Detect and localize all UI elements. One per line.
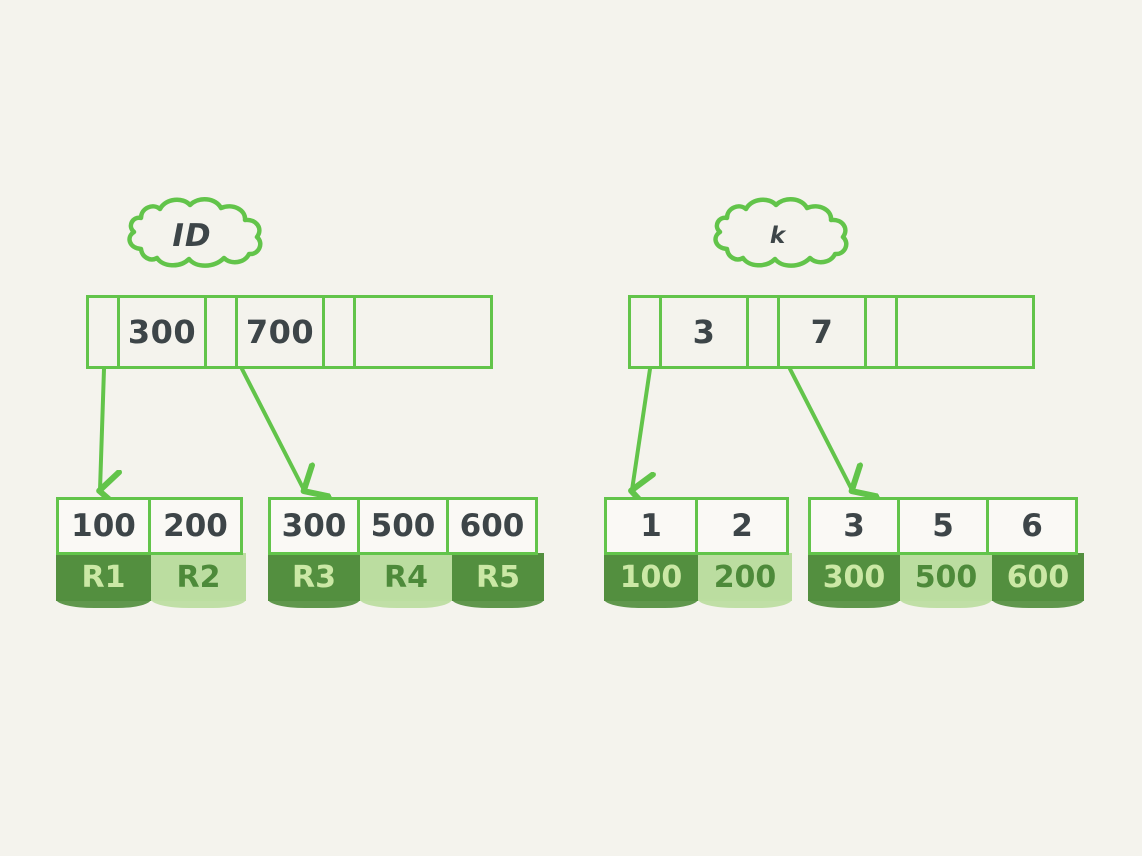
leaf-value-row: 100 200 <box>604 553 792 608</box>
arrow-root-to-leaf-right-2 <box>788 367 852 490</box>
leaf-key-cell: 600 <box>446 497 538 555</box>
leaf-value-text: R3 <box>292 559 336 595</box>
root-empty-cell <box>895 295 1035 369</box>
leaf-value-text: 600 <box>1006 559 1070 595</box>
leaf-key-cell: 6 <box>986 497 1078 555</box>
leaf-value-text: R4 <box>384 559 428 595</box>
root-pointer-cell-2[interactable] <box>864 295 898 369</box>
leaf-value-row: R1 R2 <box>56 553 246 608</box>
root-key-cell-0: 300 <box>117 295 207 369</box>
arrow-root-to-leaf-left-2 <box>240 367 304 490</box>
cloud-label-id-text: ID <box>172 218 212 254</box>
leaf-value-cell: R4 <box>360 553 452 608</box>
root-pointer-cell-0[interactable] <box>628 295 662 369</box>
leaf-value-cell: R2 <box>151 553 246 608</box>
root-node-primary: 300 700 <box>86 295 493 369</box>
leaf-key-row: 3 5 6 <box>808 497 1084 555</box>
leaf-key-cell: 1 <box>604 497 698 555</box>
cloud-label-k-text: k <box>769 223 787 249</box>
leaf-value-cell: 100 <box>604 553 698 608</box>
root-pointer-cell-2[interactable] <box>322 295 356 369</box>
leaf-key-cell: 3 <box>808 497 900 555</box>
leaf-key-cell: 100 <box>56 497 151 555</box>
leaf-key-row: 300 500 600 <box>268 497 544 555</box>
cloud-label-id: ID <box>117 197 267 275</box>
arrow-root-to-leaf-left-1 <box>100 367 104 490</box>
cloud-label-k: k <box>703 197 853 275</box>
leaf-value-text: 200 <box>713 559 777 595</box>
leaf-node-primary-right: 300 500 600 R3 R4 R5 <box>268 497 544 608</box>
root-key-cell-0: 3 <box>659 295 749 369</box>
leaf-value-cell: 600 <box>992 553 1084 608</box>
leaf-key-cell: 5 <box>897 497 989 555</box>
leaf-value-text: 100 <box>619 559 683 595</box>
root-node-secondary: 3 7 <box>628 295 1035 369</box>
leaf-key-cell: 2 <box>695 497 789 555</box>
leaf-key-cell: 200 <box>148 497 243 555</box>
leaf-value-text: R2 <box>176 559 221 595</box>
leaf-value-cell: R3 <box>268 553 360 608</box>
root-empty-cell <box>353 295 493 369</box>
leaf-value-row: 300 500 600 <box>808 553 1084 608</box>
leaf-value-cell: 200 <box>698 553 792 608</box>
leaf-value-text: 500 <box>914 559 978 595</box>
leaf-node-primary-left: 100 200 R1 R2 <box>56 497 246 608</box>
leaf-key-cell: 500 <box>357 497 449 555</box>
leaf-value-cell: 500 <box>900 553 992 608</box>
leaf-key-row: 1 2 <box>604 497 792 555</box>
leaf-value-text: 300 <box>822 559 886 595</box>
leaf-value-cell: R1 <box>56 553 151 608</box>
leaf-node-secondary-left: 1 2 100 200 <box>604 497 792 608</box>
leaf-value-cell: 300 <box>808 553 900 608</box>
leaf-key-cell: 300 <box>268 497 360 555</box>
root-pointer-cell-0[interactable] <box>86 295 120 369</box>
leaf-key-row: 100 200 <box>56 497 246 555</box>
leaf-value-cell: R5 <box>452 553 544 608</box>
arrow-root-to-leaf-right-1 <box>632 367 650 490</box>
root-pointer-cell-1[interactable] <box>746 295 780 369</box>
leaf-value-text: R1 <box>81 559 126 595</box>
leaf-value-text: R5 <box>476 559 520 595</box>
root-key-cell-1: 7 <box>777 295 867 369</box>
leaf-node-secondary-right: 3 5 6 300 500 600 <box>808 497 1084 608</box>
root-key-cell-1: 700 <box>235 295 325 369</box>
leaf-value-row: R3 R4 R5 <box>268 553 544 608</box>
root-pointer-cell-1[interactable] <box>204 295 238 369</box>
